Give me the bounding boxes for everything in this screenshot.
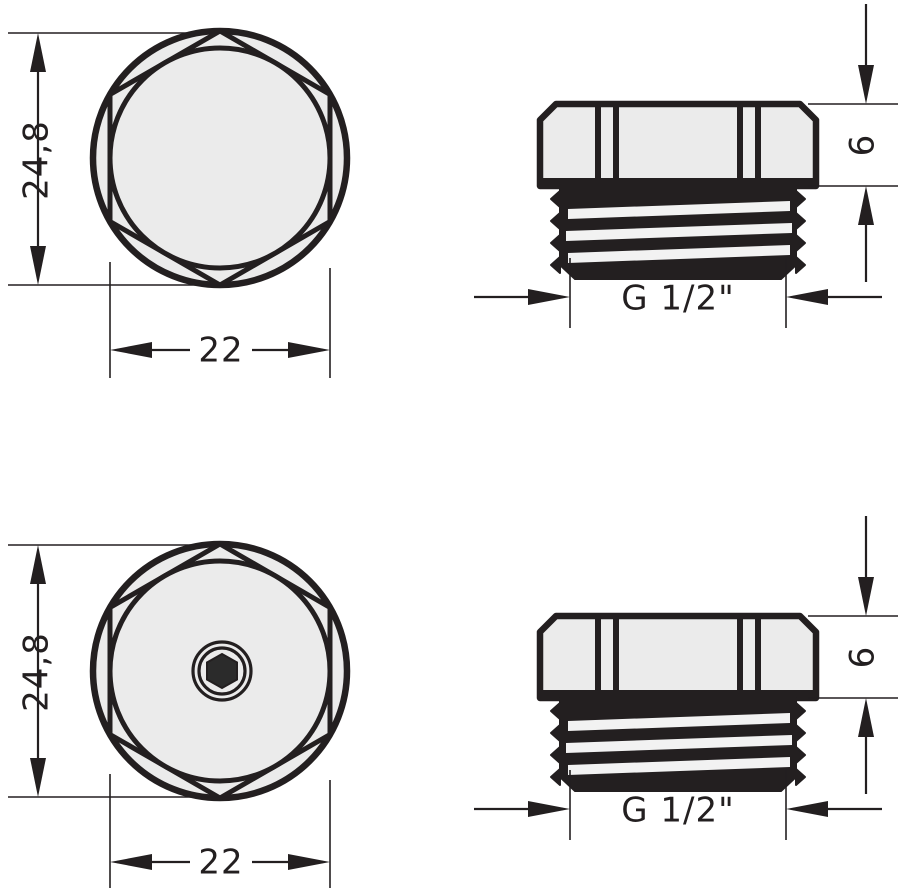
- dimension-label-head-height-top: 6: [843, 134, 883, 157]
- view-top-right-sideview: [540, 104, 816, 279]
- plug-side-outline: [540, 104, 816, 279]
- dimension-across-corners-top: 24,8: [8, 32, 230, 286]
- dimension-label-across-flats-top: 22: [198, 331, 243, 371]
- view-bottom-right-sideview: [540, 616, 816, 791]
- dimension-head-height-bottom: 6: [808, 516, 898, 794]
- hex-socket-detail: [191, 640, 253, 702]
- hexagon-head-end-outline: [93, 31, 347, 285]
- dimension-thread-size-top: G 1/2": [474, 258, 882, 328]
- dimension-label-across-corners-top: 24,8: [17, 120, 57, 200]
- dimension-label-head-height-bottom: 6: [843, 646, 883, 669]
- dimension-thread-size-bottom: G 1/2": [474, 770, 882, 840]
- dimension-head-height-top: 6: [808, 4, 898, 282]
- view-top-left-endview: [93, 31, 347, 285]
- dimension-label-across-corners-bottom: 24,8: [17, 632, 57, 712]
- dimension-across-flats-bottom: 22: [109, 774, 331, 888]
- view-bottom-left-endview: [93, 544, 347, 798]
- dimension-label-across-flats-bottom: 22: [198, 843, 243, 883]
- dimension-label-thread-size-bottom: G 1/2": [621, 791, 735, 831]
- socket-hexagon: [206, 652, 238, 690]
- plug-side-outline-socket: [540, 616, 816, 791]
- dimension-across-flats-top: 22: [109, 262, 331, 378]
- dimension-label-thread-size-top: G 1/2": [621, 279, 735, 319]
- dimension-across-corners-bottom: 24,8: [8, 544, 230, 798]
